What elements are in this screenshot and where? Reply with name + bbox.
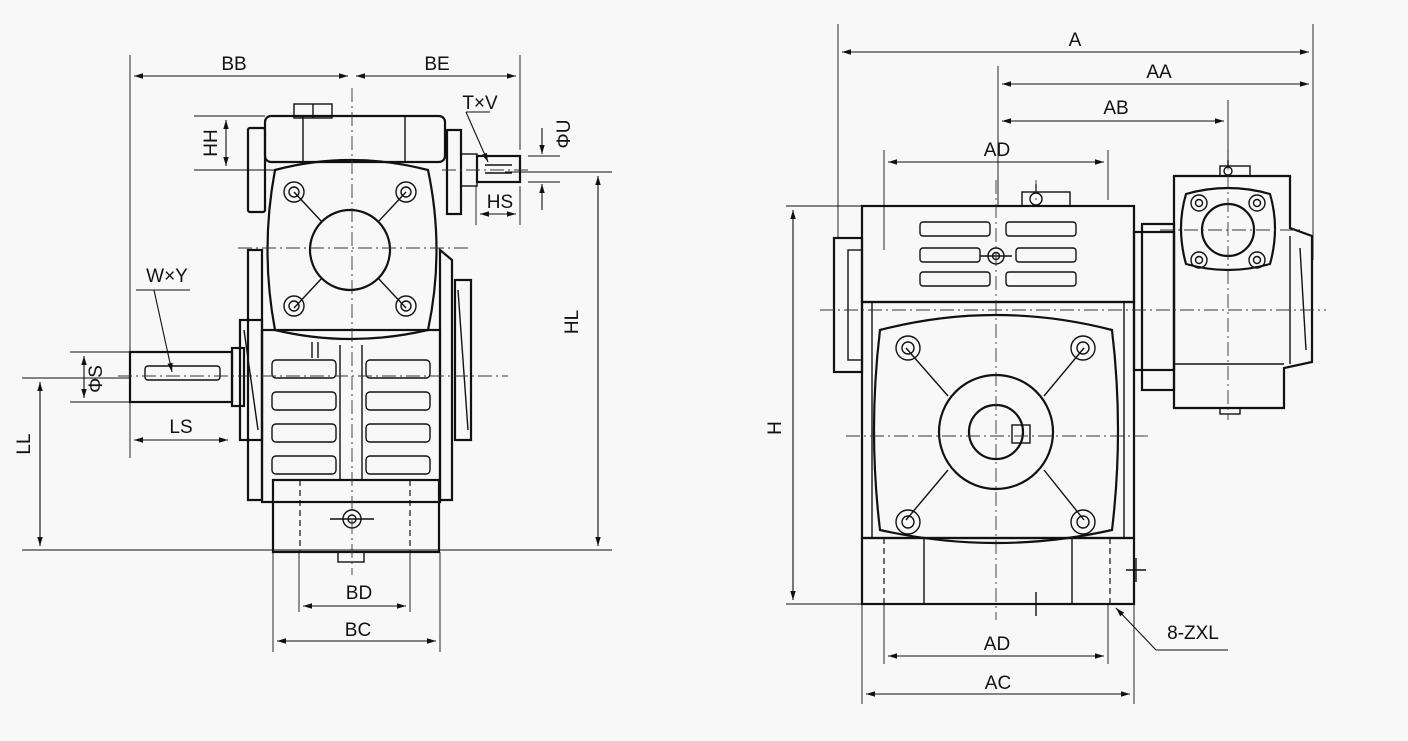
label-txv: T×V bbox=[462, 93, 498, 114]
front-view: A AA AB AD H AD AC 8-ZXL bbox=[765, 24, 1326, 704]
label-8-zxl: 8-ZXL bbox=[1167, 623, 1219, 644]
label-ad-top: AD bbox=[984, 140, 1010, 161]
side-lower-housing bbox=[128, 247, 473, 563]
label-h: H bbox=[765, 421, 786, 435]
label-a: A bbox=[1069, 30, 1082, 51]
label-hl: HL bbox=[562, 310, 583, 334]
label-ac: AC bbox=[985, 673, 1011, 694]
side-upper-housing bbox=[246, 103, 522, 341]
front-main-housing bbox=[832, 184, 1146, 616]
label-bb: BB bbox=[221, 54, 246, 75]
side-view: BB BE T×V HH ΦU HS W×Y ΦS LS LL HL BD BC bbox=[14, 54, 612, 652]
label-aa: AA bbox=[1146, 62, 1172, 83]
label-wxy: W×Y bbox=[146, 266, 188, 287]
label-bd: BD bbox=[346, 583, 372, 604]
label-hs: HS bbox=[487, 192, 513, 213]
label-be: BE bbox=[424, 54, 449, 75]
label-phi-u: ΦU bbox=[554, 120, 575, 149]
label-hh: HH bbox=[201, 129, 222, 156]
label-ad-bottom: AD bbox=[984, 634, 1010, 655]
label-bc: BC bbox=[345, 620, 371, 641]
label-ls: LS bbox=[169, 417, 192, 438]
label-ll: LL bbox=[14, 433, 35, 454]
front-input-box bbox=[1132, 160, 1314, 415]
label-ab: AB bbox=[1103, 98, 1128, 119]
label-phi-s: ΦS bbox=[86, 365, 107, 393]
